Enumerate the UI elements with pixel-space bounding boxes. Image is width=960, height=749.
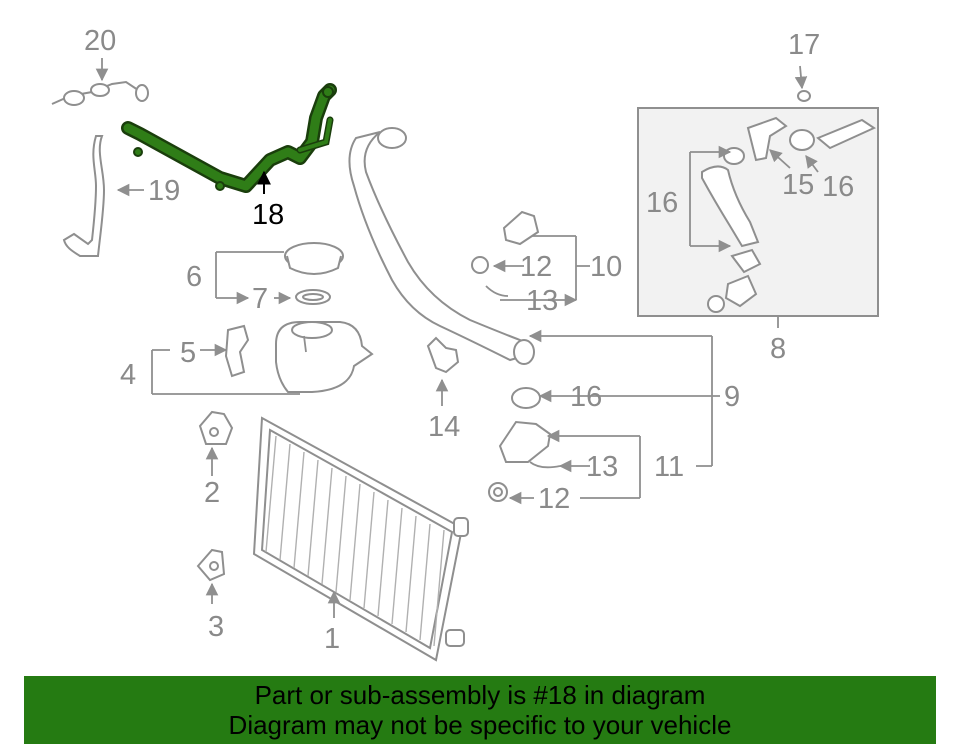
callout-1: 1	[324, 623, 340, 655]
part-12-o-ring-icon	[488, 482, 508, 502]
callout-13b: 13	[586, 451, 618, 483]
part-1-radiator-icon	[252, 416, 469, 662]
part-18-coolant-pipe-icon	[121, 83, 337, 193]
callout-14: 14	[428, 411, 460, 443]
callout-4: 4	[120, 359, 136, 391]
part-7-o-ring-icon	[295, 289, 331, 305]
callout-labels: 20 19 18 6 7 5 4 2 3 1 14 12 10 13 16 9 …	[84, 25, 854, 655]
callout-9: 9	[724, 381, 740, 413]
part-14-clip-icon	[426, 336, 460, 374]
parts-diagram: 20 19 18 6 7 5 4 2 3 1 14 12 10 13 16 9 …	[51, 25, 879, 662]
callout-10: 10	[590, 251, 622, 283]
part-8-assembly-box	[637, 107, 879, 317]
callout-20: 20	[84, 25, 116, 57]
callout-18: 18	[252, 199, 284, 231]
part-3-mount-icon	[196, 548, 226, 582]
callout-6: 6	[186, 261, 202, 293]
banner-line-1: Part or sub-assembly is #18 in diagram	[254, 680, 706, 710]
callout-13a: 13	[526, 285, 558, 317]
callout-5: 5	[180, 337, 196, 369]
banner-line-2: Diagram may not be specific to your vehi…	[228, 710, 732, 740]
part-6-reservoir-cap-icon	[284, 242, 344, 275]
callout-7: 7	[252, 283, 268, 315]
part-10-connector-icon	[471, 210, 540, 297]
callout-16c: 16	[822, 171, 854, 203]
callout-16a: 16	[570, 381, 602, 413]
part-4-expansion-tank-icon	[275, 321, 374, 393]
part-13-hose-icon	[529, 461, 561, 469]
part-16-clamp-icon	[511, 387, 541, 409]
callout-8: 8	[770, 333, 786, 365]
part-2-mount-icon	[198, 410, 234, 445]
part-11-connector-icon	[498, 420, 552, 463]
part-5-bracket-icon	[224, 324, 250, 378]
part-17-fitting-icon	[797, 90, 811, 102]
callout-3: 3	[208, 611, 224, 643]
part-20-hose-icon	[51, 80, 149, 106]
callout-11: 11	[654, 451, 684, 483]
part-19-hose-icon	[62, 135, 106, 257]
callout-16b: 16	[646, 187, 678, 219]
info-banner: Part or sub-assembly is #18 in diagram D…	[24, 676, 936, 744]
callout-2: 2	[204, 477, 220, 509]
part-9-radiator-hose-icon	[348, 127, 535, 365]
callout-17: 17	[788, 29, 820, 61]
callout-12a: 12	[520, 251, 552, 283]
callout-12b: 12	[538, 483, 570, 515]
callout-19: 19	[148, 175, 180, 207]
callout-15: 15	[782, 169, 814, 201]
leader-lines	[95, 58, 819, 618]
